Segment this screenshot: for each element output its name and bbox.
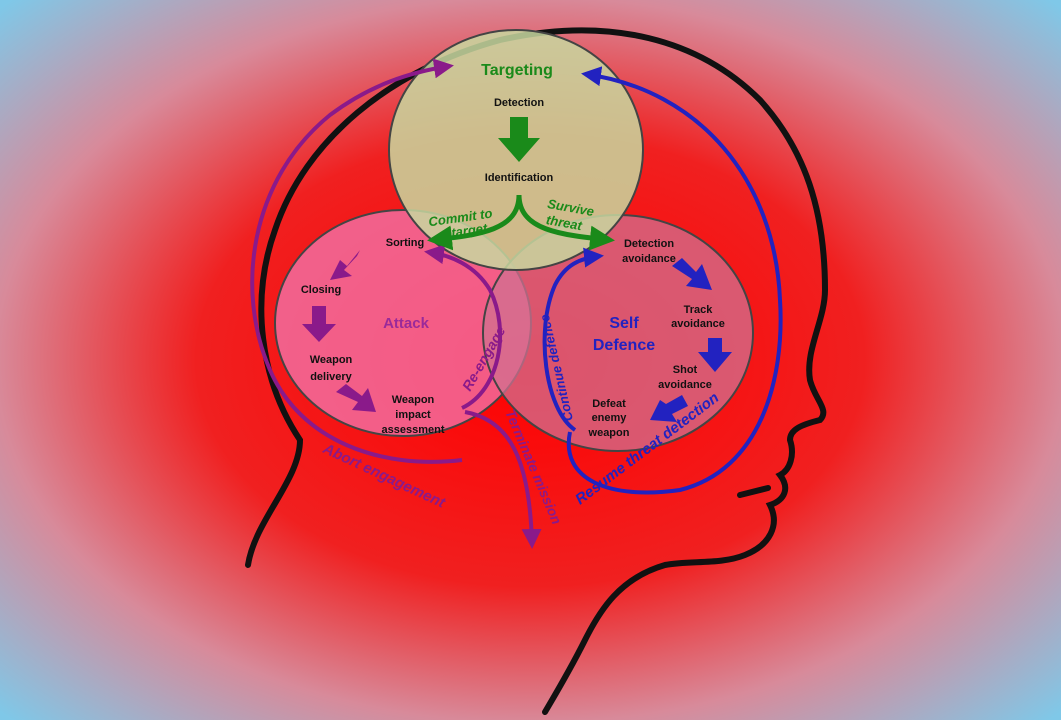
svg-text:delivery: delivery — [310, 371, 352, 383]
svg-text:assessment: assessment — [382, 424, 445, 436]
svg-text:Self: Self — [609, 315, 639, 332]
step-closing: Closing — [301, 284, 341, 296]
svg-text:weapon: weapon — [588, 427, 630, 439]
svg-text:enemy: enemy — [592, 412, 628, 424]
svg-text:Defeat: Defeat — [592, 398, 626, 410]
step-detection: Detection — [494, 97, 544, 109]
svg-text:avoidance: avoidance — [622, 253, 676, 265]
svg-text:Weapon: Weapon — [310, 354, 353, 366]
step-defeat-enemy-weapon: Defeat enemy weapon — [588, 398, 630, 439]
svg-text:avoidance: avoidance — [658, 379, 712, 391]
attack-title: Attack — [383, 315, 430, 332]
svg-text:Shot: Shot — [673, 364, 698, 376]
step-identification: Identification — [485, 172, 554, 184]
svg-text:Detection: Detection — [624, 238, 674, 250]
svg-text:Weapon: Weapon — [392, 394, 435, 406]
step-sorting: Sorting — [386, 237, 425, 249]
svg-text:Defence: Defence — [593, 337, 655, 354]
svg-text:avoidance: avoidance — [671, 318, 725, 330]
svg-text:impact: impact — [395, 409, 431, 421]
svg-text:Track: Track — [684, 304, 714, 316]
targeting-title: Targeting — [481, 62, 553, 79]
